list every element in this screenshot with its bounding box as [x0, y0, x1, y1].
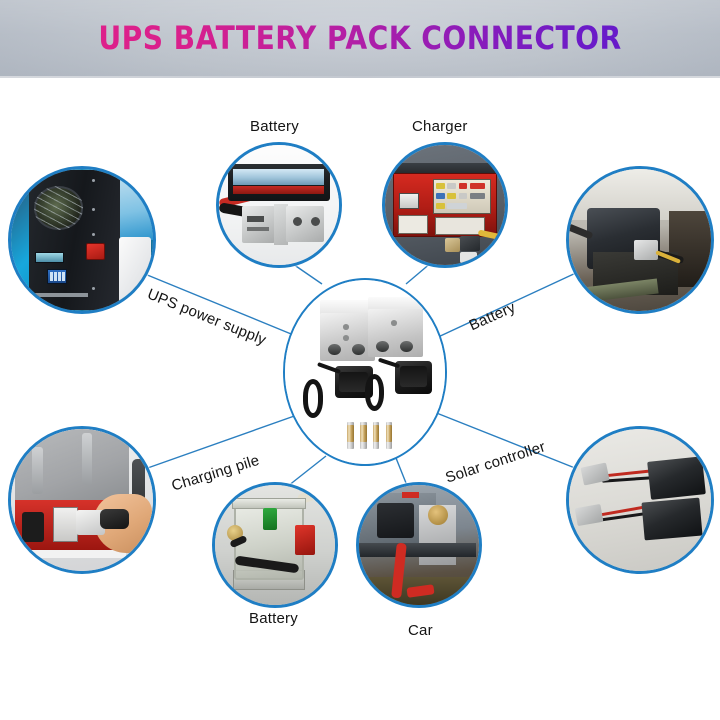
- product-photo: [285, 280, 445, 464]
- label-ups-power-supply: UPS power supply: [144, 285, 269, 349]
- charger-photo: [385, 145, 505, 265]
- label-car: Car: [408, 622, 433, 639]
- solar-controller-photo: [569, 429, 711, 571]
- label-charger: Charger: [412, 118, 468, 135]
- page-title: UPS BATTERY PACK CONNECTOR: [43, 20, 677, 56]
- node-solar-controller[interactable]: [566, 426, 714, 574]
- header-divider: [0, 76, 720, 78]
- battery-compartment-photo: [215, 485, 335, 605]
- label-battery-bottom: Battery: [249, 610, 298, 627]
- node-battery-right[interactable]: [566, 166, 714, 314]
- node-ups-power-supply[interactable]: [8, 166, 156, 314]
- node-charger[interactable]: [382, 142, 508, 268]
- node-battery-top-left[interactable]: [216, 142, 342, 268]
- label-battery-top-left: Battery: [250, 118, 299, 135]
- product-hub[interactable]: [283, 278, 447, 466]
- car-hitch-photo: [359, 485, 479, 605]
- ups-power-supply-photo: [11, 169, 153, 311]
- node-battery-bottom[interactable]: [212, 482, 338, 608]
- node-charging-pile[interactable]: [8, 426, 156, 574]
- label-solar-controller: Solar controller: [443, 438, 548, 487]
- battery-inverter-photo: [219, 145, 339, 265]
- label-battery-right: Battery: [466, 298, 519, 335]
- charging-pile-photo: [11, 429, 153, 571]
- node-car[interactable]: [356, 482, 482, 608]
- battery-box-photo: [569, 169, 711, 311]
- header-banner: UPS BATTERY PACK CONNECTOR: [0, 0, 720, 76]
